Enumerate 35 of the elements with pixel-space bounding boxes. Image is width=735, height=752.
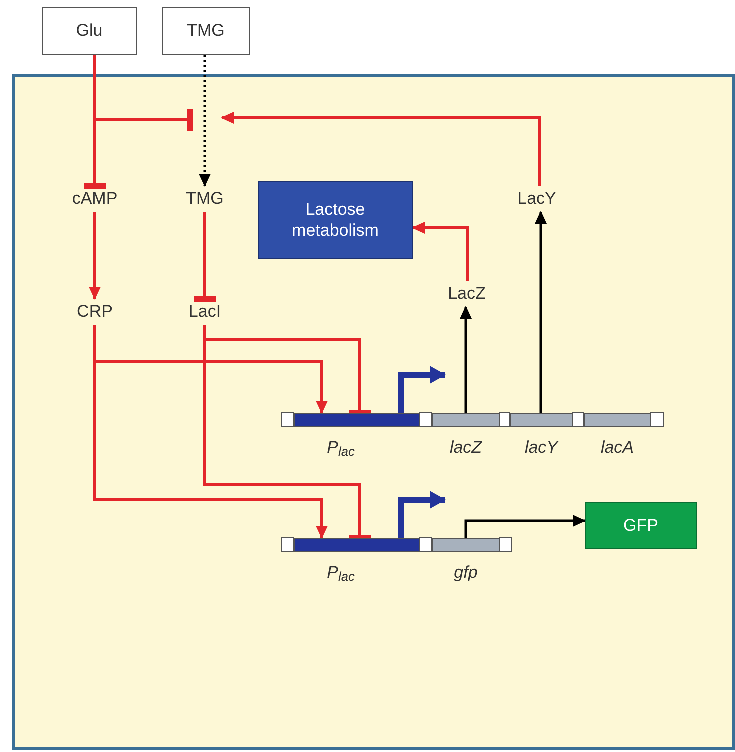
gene-segment: [432, 413, 500, 427]
arrow: [464, 515, 586, 538]
arrow: [94, 325, 328, 539]
molecule-label: LacI: [175, 299, 235, 325]
transcription-start-arrow: [398, 491, 446, 538]
molecule-label: LacZ: [437, 281, 497, 307]
arrow: [460, 306, 472, 413]
arrow: [89, 212, 101, 300]
arrow: [221, 112, 542, 186]
gene-label: lacZ: [448, 437, 484, 459]
arrow: [535, 211, 547, 413]
cell-boundary: [12, 74, 735, 750]
gene-label: P$_{lac}$: [326, 437, 356, 460]
gene-label: lacY: [524, 437, 560, 459]
transcription-start-arrow: [398, 366, 446, 413]
molecule-label: CRP: [65, 299, 125, 325]
gene-label: lacA: [600, 437, 636, 459]
molecule-label: LacY: [507, 186, 567, 212]
gene-segment: [432, 538, 500, 552]
molecule-label: TMG: [175, 186, 235, 212]
arrow: [412, 222, 470, 281]
promoter-segment: [294, 413, 420, 427]
promoter-segment: [294, 538, 420, 552]
reporter-box: GFP: [585, 502, 697, 549]
gene-label: P$_{lac}$: [326, 562, 356, 586]
inhibition-line: [194, 212, 216, 302]
process-box: Lactose metabolism: [258, 181, 413, 259]
gene-segment: [510, 413, 573, 427]
input-box: Glu: [42, 7, 137, 55]
gene-label: gfp: [453, 562, 479, 584]
arrow: [199, 55, 211, 187]
input-box: TMG: [162, 7, 250, 55]
molecule-label: cAMP: [65, 186, 125, 212]
inhibition-line: [204, 325, 371, 541]
gene-segment: [584, 413, 651, 427]
